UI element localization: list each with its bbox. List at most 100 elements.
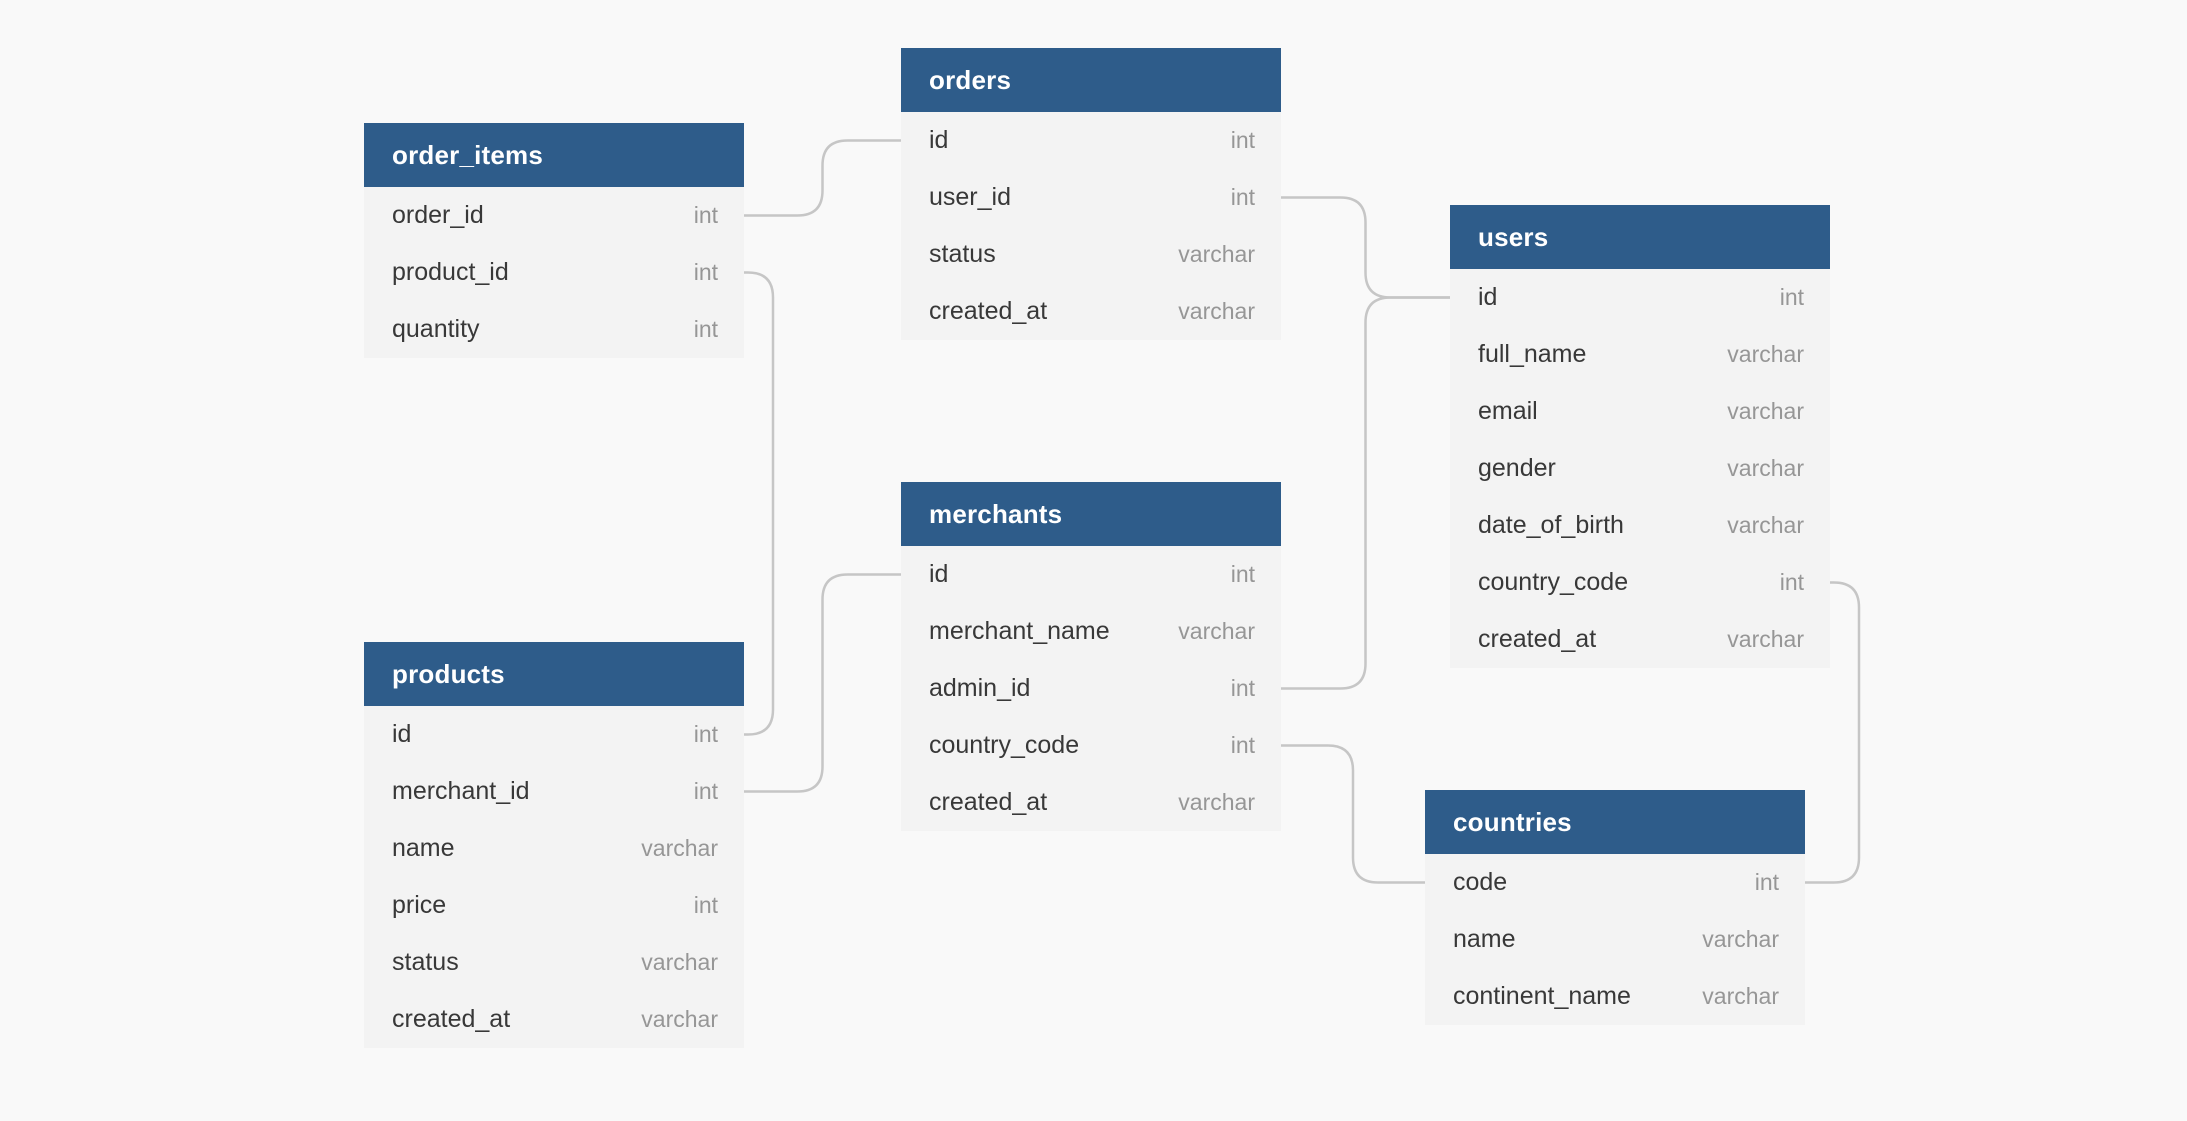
field-row-users-country_code[interactable]: country_code int [1450, 554, 1830, 611]
field-name: merchant_id [392, 777, 530, 805]
relationship-merchants.admin_id-users.id[interactable] [1281, 296, 1450, 690]
field-name: product_id [392, 258, 509, 286]
field-type: varchar [1178, 241, 1255, 267]
relationship-order_items.product_id-products.id[interactable] [744, 271, 775, 736]
field-type: int [693, 892, 718, 918]
field-name: country_code [929, 731, 1080, 759]
field-row-order_items-product_id[interactable]: product_id int [364, 244, 744, 301]
field-type: varchar [1727, 512, 1804, 538]
table-header-orders[interactable]: orders [901, 48, 1281, 112]
field-name: full_name [1478, 340, 1587, 368]
field-row-merchants-id[interactable]: id int [901, 546, 1281, 603]
field-row-products-merchant_id[interactable]: merchant_id int [364, 763, 744, 820]
field-name: created_at [929, 788, 1048, 816]
relationship-merchants.country_code-countries.code[interactable] [1281, 744, 1425, 884]
field-row-products-id[interactable]: id int [364, 706, 744, 763]
field-type: varchar [1178, 789, 1255, 815]
field-name: continent_name [1453, 982, 1631, 1010]
field-name: date_of_birth [1478, 511, 1624, 539]
field-name: admin_id [929, 674, 1031, 702]
table-header-products[interactable]: products [364, 642, 744, 706]
field-type: int [693, 316, 718, 342]
field-type: int [693, 202, 718, 228]
table-header-merchants[interactable]: merchants [901, 482, 1281, 546]
field-type: int [693, 778, 718, 804]
field-type: varchar [641, 949, 718, 975]
field-row-users-full_name[interactable]: full_name varchar [1450, 326, 1830, 383]
field-type: varchar [1727, 398, 1804, 424]
field-type: varchar [1178, 618, 1255, 644]
field-name: created_at [1478, 625, 1597, 653]
relationship-users.country_code-countries.code[interactable] [1805, 581, 1861, 884]
field-row-users-date_of_birth[interactable]: date_of_birth varchar [1450, 497, 1830, 554]
field-row-merchants-merchant_name[interactable]: merchant_name varchar [901, 603, 1281, 660]
table-header-users[interactable]: users [1450, 205, 1830, 269]
table-title: users [1478, 222, 1549, 252]
relationship-orders.user_id-users.id[interactable] [1281, 196, 1450, 299]
table-header-order_items[interactable]: order_items [364, 123, 744, 187]
field-name: price [392, 891, 447, 919]
field-name: merchant_name [929, 617, 1110, 645]
field-name: user_id [929, 183, 1011, 211]
field-name: created_at [392, 1005, 511, 1033]
field-type: int [1779, 569, 1804, 595]
field-type: int [1230, 561, 1255, 587]
field-type: varchar [641, 1006, 718, 1032]
field-name: order_id [392, 201, 484, 229]
field-row-users-created_at[interactable]: created_at varchar [1450, 611, 1830, 668]
field-type: int [1230, 675, 1255, 701]
field-row-products-created_at[interactable]: created_at varchar [364, 991, 744, 1048]
field-row-order_items-quantity[interactable]: quantity int [364, 301, 744, 358]
field-type: varchar [641, 835, 718, 861]
field-type: int [1754, 869, 1779, 895]
table-header-countries[interactable]: countries [1425, 790, 1805, 854]
field-name: id [929, 560, 949, 588]
relationship-products.merchant_id-merchants.id[interactable] [744, 573, 901, 793]
field-type: int [693, 721, 718, 747]
field-row-merchants-created_at[interactable]: created_at varchar [901, 774, 1281, 831]
field-row-orders-id[interactable]: id int [901, 112, 1281, 169]
field-row-order_items-order_id[interactable]: order_id int [364, 187, 744, 244]
field-type: varchar [1727, 341, 1804, 367]
table-title: products [392, 659, 505, 689]
field-name: country_code [1478, 568, 1629, 596]
field-row-products-price[interactable]: price int [364, 877, 744, 934]
table-title: countries [1453, 807, 1572, 837]
field-name: id [392, 720, 412, 748]
field-name: status [929, 240, 996, 268]
field-row-merchants-admin_id[interactable]: admin_id int [901, 660, 1281, 717]
field-row-orders-status[interactable]: status varchar [901, 226, 1281, 283]
field-type: int [693, 259, 718, 285]
table-title: order_items [392, 140, 544, 170]
field-name: quantity [392, 315, 480, 343]
field-type: varchar [1727, 626, 1804, 652]
field-name: id [929, 126, 949, 154]
relationship-order_items.order_id-orders.id[interactable] [744, 139, 901, 217]
table-title: orders [929, 65, 1012, 95]
field-type: int [1230, 127, 1255, 153]
field-type: int [1779, 284, 1804, 310]
